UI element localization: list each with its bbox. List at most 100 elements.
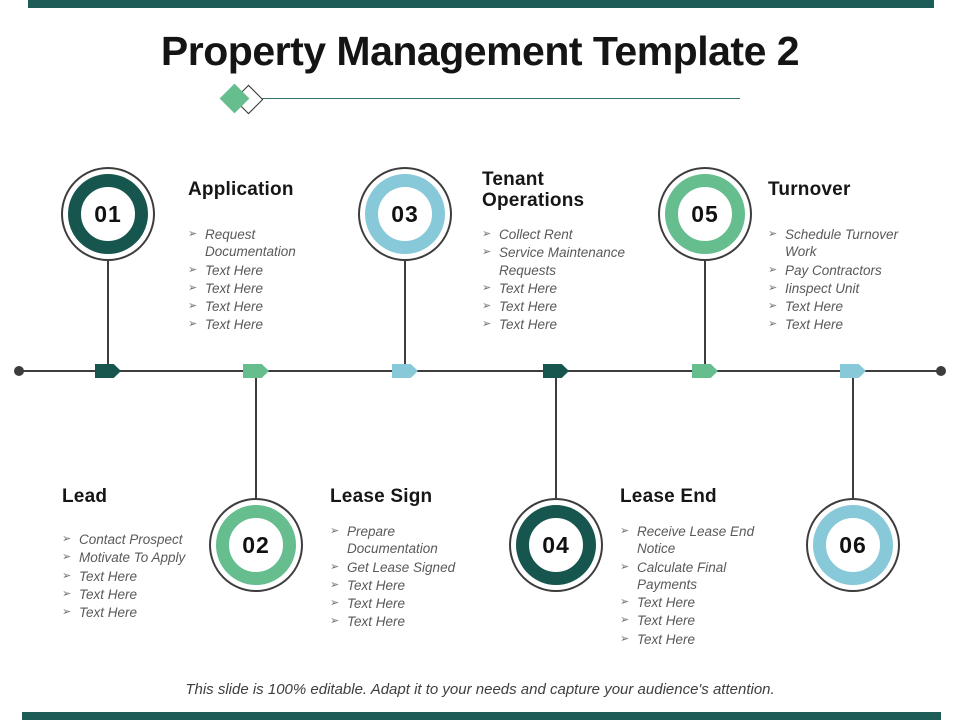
bullet-text: Service Maintenance Requests bbox=[499, 245, 626, 278]
bullet-item: ➢ Text Here bbox=[482, 298, 637, 315]
bullet-item: ➢ Pay Contractors bbox=[768, 262, 908, 279]
bullet-item: ➢ Text Here bbox=[330, 595, 470, 612]
bullet-item: ➢ Get Lease Signed bbox=[330, 559, 470, 576]
timeline-start-dot bbox=[14, 366, 24, 376]
timeline-marker bbox=[840, 364, 866, 378]
connector-line bbox=[704, 261, 706, 371]
arrow-bullet-icon: ➢ bbox=[330, 560, 340, 573]
bullet-item: ➢ Text Here bbox=[482, 280, 637, 297]
bullet-text: Text Here bbox=[785, 299, 844, 315]
step-title: Lease End bbox=[620, 486, 717, 507]
step-circle: 04 bbox=[509, 498, 603, 592]
bullet-text: Text Here bbox=[499, 280, 558, 296]
arrow-bullet-icon: ➢ bbox=[188, 318, 198, 331]
bullet-text: Text Here bbox=[205, 280, 264, 296]
arrow-bullet-icon: ➢ bbox=[482, 300, 492, 313]
bottom-accent-bar bbox=[22, 712, 941, 720]
bullet-item: ➢ Text Here bbox=[188, 262, 338, 279]
bullet-item: ➢Prepare Documentation bbox=[330, 523, 470, 558]
step-number: 06 bbox=[839, 531, 867, 558]
bullet-item: ➢Text Here bbox=[188, 316, 338, 333]
bullet-text: Text Here bbox=[79, 568, 138, 584]
step-circle-ring: 04 bbox=[516, 505, 596, 585]
page-title: Property Management Template 2 bbox=[160, 28, 800, 74]
bullet-text: Get Lease Signed bbox=[347, 559, 456, 575]
bullet-item: ➢Text Here bbox=[620, 594, 765, 611]
bullet-item: ➢ Calculate Final Payments bbox=[620, 559, 765, 594]
bullet-item: ➢Request Documentation bbox=[188, 226, 338, 261]
step-circle: 06 bbox=[806, 498, 900, 592]
bullet-text: Text Here bbox=[499, 299, 558, 315]
bullet-item: ➢ Motivate To Apply bbox=[62, 549, 192, 566]
bullet-text: Text Here bbox=[205, 262, 264, 278]
bullet-text: Collect Rent bbox=[499, 227, 573, 242]
step-title: Tenant Operations bbox=[482, 169, 585, 211]
arrow-bullet-icon: ➢ bbox=[620, 525, 630, 537]
step-bullet-list: ➢Prepare Documentation➢Get Lease Signed➢… bbox=[330, 523, 470, 631]
step-textblock: Application➢Request Documentation➢Text H… bbox=[188, 179, 338, 335]
arrow-bullet-icon: ➢ bbox=[482, 246, 492, 259]
bullet-item: ➢ Text Here bbox=[768, 298, 908, 315]
step-textblock: Tenant Operations ➢ Collect Rent ➢ Service M… bbox=[482, 169, 637, 335]
arrow-bullet-icon: ➢ bbox=[188, 263, 198, 276]
step-circle: 01 bbox=[61, 167, 155, 261]
bullet-text: Text Here bbox=[637, 631, 696, 647]
step-circle-ring: 01 bbox=[68, 174, 148, 254]
bullet-text: Pay Contractors bbox=[785, 262, 882, 278]
step-bullet-list: ➢Request Documentation➢Text Here➢Text He… bbox=[188, 226, 338, 334]
step-number: 04 bbox=[542, 531, 570, 558]
title-divider bbox=[252, 98, 740, 99]
arrow-bullet-icon: ➢ bbox=[62, 551, 72, 564]
step-textblock: Lease Sign ➢Prepare Documentation ➢ Get Lea… bbox=[330, 486, 470, 632]
bullet-text: Text Here bbox=[347, 596, 406, 612]
arrow-bullet-icon: ➢ bbox=[768, 300, 778, 313]
step-circle-ring: 05 bbox=[665, 174, 745, 254]
bullet-text: Text Here bbox=[79, 586, 138, 602]
bullet-item: ➢Text Here bbox=[62, 604, 192, 621]
bullet-item: ➢Text Here bbox=[330, 613, 470, 630]
arrow-bullet-icon: ➢ bbox=[62, 569, 72, 582]
bullet-text: Text Here bbox=[347, 577, 406, 593]
arrow-bullet-icon: ➢ bbox=[188, 228, 198, 240]
connector-line bbox=[852, 373, 854, 498]
arrow-bullet-icon: ➢ bbox=[188, 281, 198, 294]
arrow-bullet-icon: ➢ bbox=[768, 263, 778, 276]
arrow-bullet-icon: ➢ bbox=[620, 632, 630, 645]
step-bullet-list: ➢Schedule Turnover Work➢Pay Contractors➢… bbox=[768, 226, 908, 334]
arrow-bullet-icon: ➢ bbox=[768, 318, 778, 331]
bullet-text: Text Here bbox=[637, 595, 696, 611]
arrow-bullet-icon: ➢ bbox=[330, 597, 340, 610]
bullet-item: ➢Schedule Turnover Work bbox=[768, 226, 908, 261]
bullet-text: Text Here bbox=[785, 317, 844, 333]
bullet-item: ➢ Collect Rent bbox=[482, 226, 637, 243]
step-title: Application bbox=[188, 179, 294, 200]
bullet-item: ➢ Service Maintenance Requests bbox=[482, 244, 637, 279]
step-number: 03 bbox=[391, 200, 419, 227]
bullet-text: Receive Lease End Notice bbox=[637, 524, 755, 557]
step-textblock: Lead➢Contact Prospect➢Motivate To Apply➢… bbox=[62, 486, 192, 622]
timeline-line bbox=[18, 370, 941, 372]
arrow-bullet-icon: ➢ bbox=[620, 560, 630, 573]
connector-line bbox=[107, 261, 109, 371]
arrow-bullet-icon: ➢ bbox=[482, 228, 492, 240]
bullet-text: Motivate To Apply bbox=[79, 550, 186, 566]
arrow-bullet-icon: ➢ bbox=[482, 318, 492, 331]
arrow-bullet-icon: ➢ bbox=[482, 281, 492, 294]
bullet-item: ➢Iinspect Unit bbox=[768, 280, 908, 297]
step-circle-ring: 02 bbox=[216, 505, 296, 585]
bullet-text: Calculate Final Payments bbox=[637, 559, 727, 592]
timeline-marker bbox=[692, 364, 718, 378]
step-circle-ring: 06 bbox=[813, 505, 893, 585]
connector-line bbox=[255, 373, 257, 498]
arrow-bullet-icon: ➢ bbox=[768, 281, 778, 294]
top-accent-bar bbox=[28, 0, 934, 8]
step-title: Lead bbox=[62, 486, 108, 507]
bullet-item: ➢Text Here bbox=[482, 316, 637, 333]
timeline-marker bbox=[543, 364, 569, 378]
bullet-text: Text Here bbox=[205, 299, 264, 315]
step-title: Lease Sign bbox=[330, 486, 433, 507]
arrow-bullet-icon: ➢ bbox=[62, 606, 72, 619]
timeline-marker bbox=[392, 364, 418, 378]
step-circle-ring: 03 bbox=[365, 174, 445, 254]
